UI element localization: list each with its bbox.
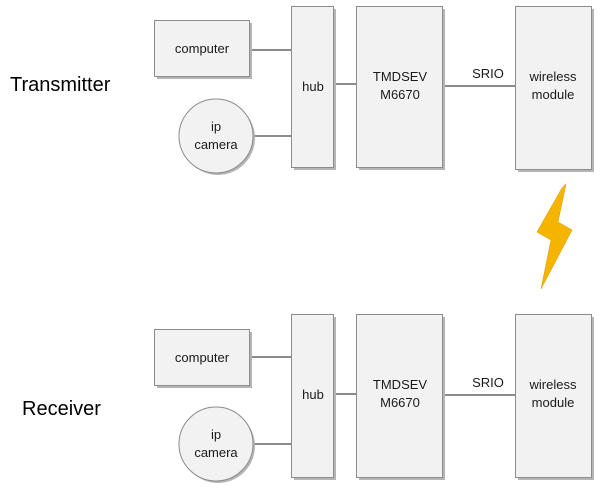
- transmitter-section: Transmitter computer ip camera hub: [10, 6, 594, 175]
- wireless-module-box: wireless module: [515, 314, 594, 480]
- board-box: TMDSEV M6670: [356, 6, 445, 170]
- computer-label: computer: [175, 41, 230, 56]
- ip-camera-node: ip camera: [178, 98, 255, 175]
- lightning-bolt-icon: [536, 183, 573, 290]
- transmitter-label: Transmitter: [10, 74, 111, 96]
- board-label-line1: TMDSEV: [373, 69, 428, 84]
- board-label-line2: M6670: [380, 395, 420, 410]
- wireless-module-box: wireless module: [515, 6, 594, 172]
- wireless-label-line1: wireless: [529, 377, 577, 392]
- camera-label-line2: camera: [194, 445, 238, 460]
- ip-camera-node: ip camera: [178, 406, 255, 483]
- hub-label: hub: [302, 387, 324, 402]
- receiver-section: Receiver computer ip camera hub: [22, 314, 594, 483]
- board-label-line1: TMDSEV: [373, 377, 428, 392]
- computer-box: computer: [154, 20, 252, 79]
- camera-label-line1: ip: [211, 119, 221, 134]
- srio-label: SRIO: [472, 375, 504, 390]
- board-box: TMDSEV M6670: [356, 314, 445, 480]
- hub-box: hub: [291, 314, 336, 480]
- board-label-line2: M6670: [380, 87, 420, 102]
- wireless-label-line2: module: [532, 395, 575, 410]
- camera-label-line2: camera: [194, 137, 238, 152]
- camera-label-line1: ip: [211, 427, 221, 442]
- wireless-label-line1: wireless: [529, 69, 577, 84]
- hub-label: hub: [302, 79, 324, 94]
- srio-label: SRIO: [472, 66, 504, 81]
- wireless-label-line2: module: [532, 87, 575, 102]
- computer-box: computer: [154, 329, 252, 388]
- computer-label: computer: [175, 350, 230, 365]
- hub-box: hub: [291, 6, 336, 170]
- receiver-label: Receiver: [22, 398, 101, 420]
